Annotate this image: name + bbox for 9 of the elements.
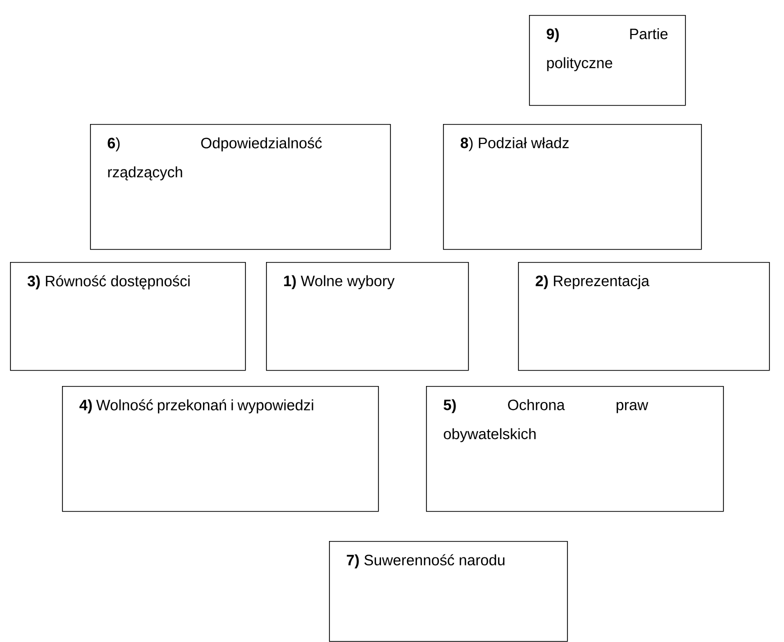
text-box: 5) Ochrona praw obywatelskich (426, 386, 724, 512)
text-box: 3) Równość dostępności (10, 262, 246, 371)
text-box: 6) Odpowiedzialność rządzących (90, 124, 391, 250)
text-box: 8) Podział władz (443, 124, 702, 250)
text-box: 1) Wolne wybory (266, 262, 469, 371)
text-box: 4) Wolność przekonań i wypowiedzi (62, 386, 379, 512)
text-box: 2) Reprezentacja (518, 262, 770, 371)
text-box: 9) Partie polityczne (529, 15, 686, 106)
text-box: 7) Suwerenność narodu (329, 541, 568, 642)
